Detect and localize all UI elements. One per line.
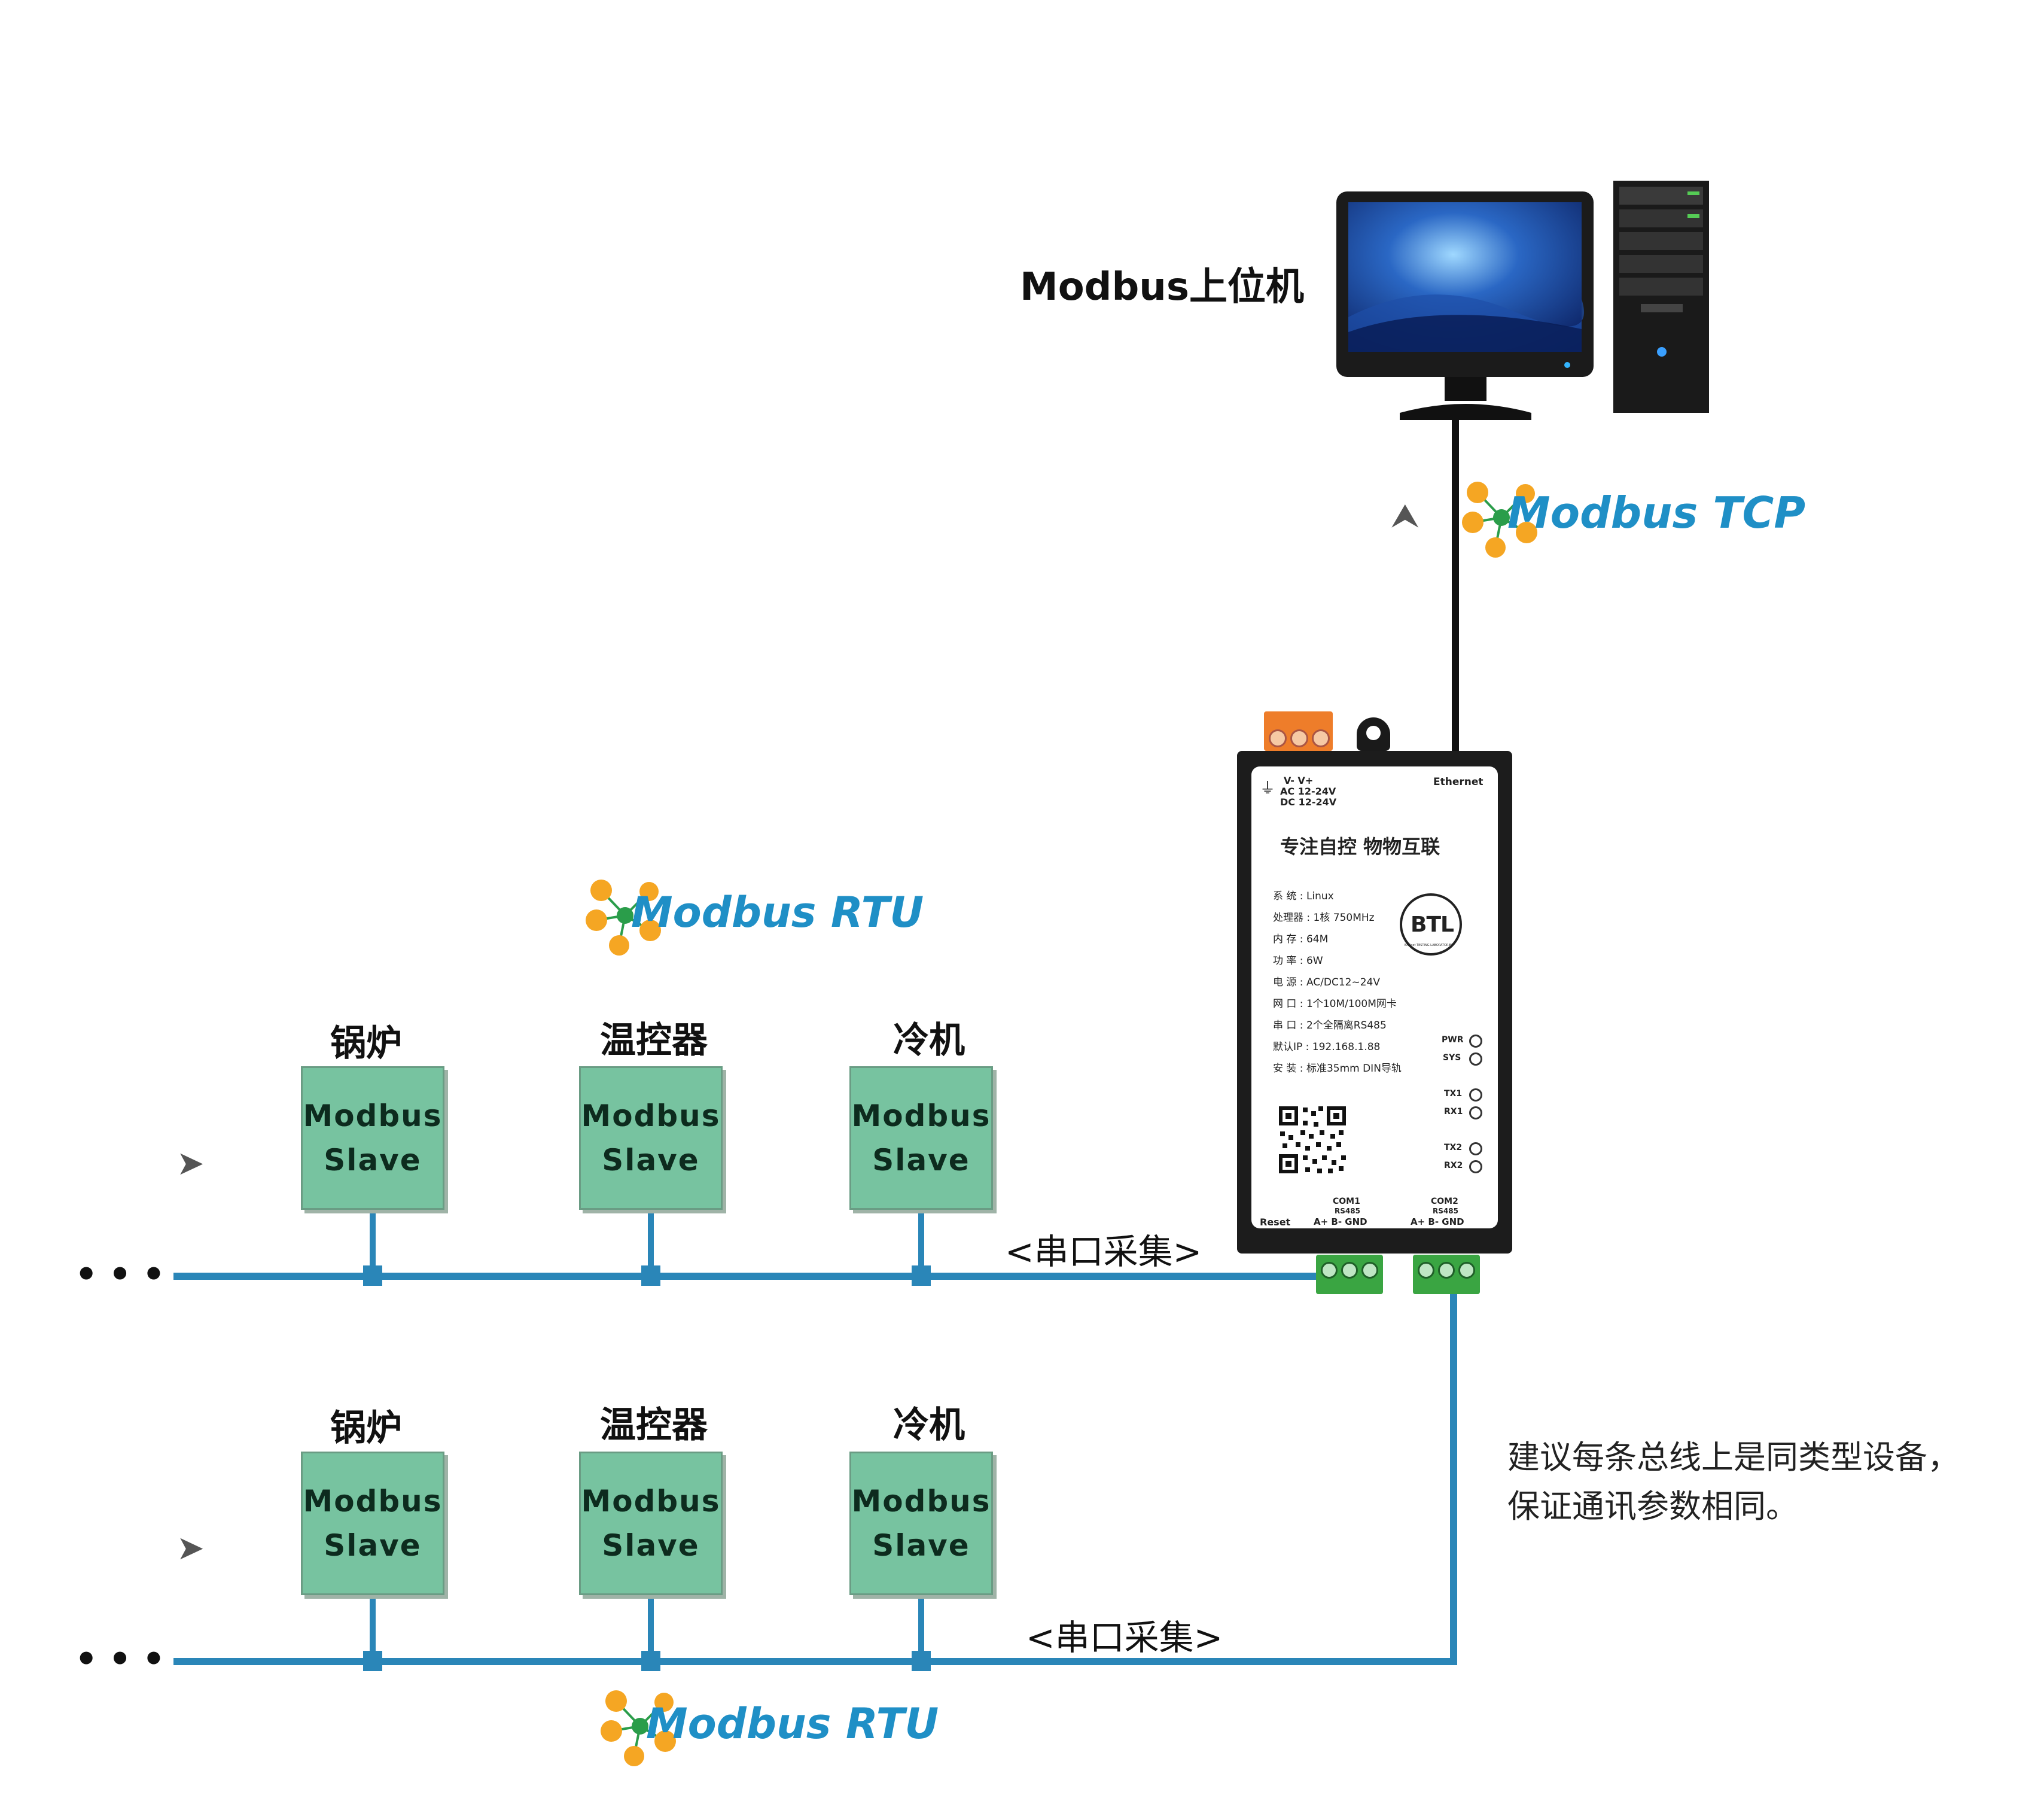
up-arrow-icon: ⮝: [1391, 497, 1419, 536]
spec-line: 功 率 : 6W: [1273, 955, 1323, 967]
led-rx2: [1469, 1160, 1482, 1173]
com2-label: COM2: [1431, 1197, 1458, 1206]
spec-line: 串 口 : 2个全隔离RS485: [1273, 1020, 1387, 1032]
slave-line2: Slave: [324, 1528, 422, 1563]
bus1-device-3-title: 冷机: [893, 1020, 965, 1061]
note-line-2: 保证通讯参数相同。: [1507, 1487, 1798, 1525]
led-sys: [1469, 1052, 1482, 1066]
slogan: 专注自控 物物互联: [1280, 835, 1440, 858]
com2-pins-label: A+ B- GND: [1411, 1216, 1464, 1227]
slave-line1: Modbus: [581, 1099, 721, 1133]
led-label-rx2: RX2: [1444, 1161, 1463, 1170]
slave-line2: Slave: [324, 1143, 422, 1178]
com1-terminal: [1316, 1255, 1383, 1294]
spec-line: 默认IP : 192.168.1.88: [1273, 1041, 1381, 1053]
power-terminal: [1264, 711, 1333, 751]
com1-label: COM1: [1333, 1197, 1360, 1206]
bus1-device-2-title: 温控器: [600, 1020, 708, 1061]
slave-line1: Modbus: [303, 1099, 443, 1133]
modbus-rtu-bottom-molecule-icon: [601, 1690, 676, 1766]
led-label-sys: SYS: [1443, 1053, 1461, 1063]
slave-line2: Slave: [602, 1528, 700, 1563]
btl-text: BTL: [1411, 912, 1454, 937]
modbus-rtu-top-molecule-icon: [586, 880, 661, 956]
bus1-tap-3: [912, 1265, 931, 1286]
pc-tower-icon: [1613, 181, 1709, 413]
bus2-slave-2: Modbus Slave: [579, 1452, 723, 1595]
spec-line: 内 存 : 64M: [1273, 933, 1329, 945]
gateway-device: ⏚ V- V+ AC 12-24V DC 12-24V Ethernet 专注自…: [1237, 711, 1512, 1294]
modbus-tcp-logo: Modbus TCP: [1507, 488, 1806, 538]
bus2-device-2-title: 温控器: [600, 1404, 708, 1446]
bus2-slave-3: Modbus Slave: [849, 1452, 993, 1595]
btl-ring-text: BACnet TESTING LABORATORIES: [1405, 944, 1454, 947]
bus1-slave-2: Modbus Slave: [579, 1066, 723, 1210]
spec-line: 安 装 : 标准35mm DIN导轨: [1273, 1063, 1402, 1075]
bus2-tap-1: [363, 1651, 382, 1671]
bus1-more: •••: [75, 1254, 176, 1295]
power-label-2: AC 12-24V: [1280, 786, 1336, 797]
bus2-more: •••: [75, 1638, 176, 1680]
bus2-tap-2: [641, 1651, 660, 1671]
spec-line: 处理器 : 1核 750MHz: [1273, 912, 1375, 924]
modbus-rtu-top-logo: Modbus RTU: [631, 888, 924, 937]
monitor-icon: [1336, 191, 1594, 420]
slave-line1: Modbus: [851, 1484, 991, 1519]
bus2-tap-3: [912, 1651, 931, 1671]
bus2-arrow-icon: ➤: [176, 1529, 205, 1568]
com1-rs485-label: RS485: [1335, 1207, 1360, 1215]
com2-terminal: [1413, 1255, 1480, 1294]
ground-icon: ⏚: [1260, 780, 1276, 798]
bus2-device-3-title: 冷机: [893, 1404, 965, 1446]
led-tx1: [1469, 1088, 1482, 1102]
bus1-device-1-title: 锅炉: [330, 1023, 402, 1064]
slave-line2: Slave: [872, 1528, 970, 1563]
com2-rs485-label: RS485: [1433, 1207, 1458, 1215]
power-label-1: V- V+: [1284, 775, 1314, 786]
power-label-3: DC 12-24V: [1280, 796, 1337, 808]
slave-line1: Modbus: [581, 1484, 721, 1519]
modbus-tcp-molecule-icon: [1462, 482, 1537, 558]
bus1-slave-3: Modbus Slave: [849, 1066, 993, 1210]
spec-line: 网 口 : 1个10M/100M网卡: [1273, 998, 1397, 1010]
led-label-pwr: PWR: [1442, 1035, 1464, 1045]
slave-line1: Modbus: [851, 1099, 991, 1133]
spec-line: 电 源 : AC/DC12~24V: [1273, 976, 1380, 988]
led-label-tx2: TX2: [1444, 1143, 1463, 1152]
slave-line2: Slave: [602, 1143, 700, 1178]
mount-ring: [1357, 717, 1390, 751]
qr-code-icon: [1277, 1104, 1348, 1176]
led-rx1: [1469, 1106, 1482, 1119]
led-pwr: [1469, 1035, 1482, 1048]
bus1-tap-2: [641, 1265, 660, 1286]
reset-label: Reset: [1260, 1216, 1291, 1228]
led-label-tx1: TX1: [1444, 1089, 1463, 1099]
ethernet-label: Ethernet: [1433, 776, 1484, 788]
modbus-rtu-bottom-logo: Modbus RTU: [646, 1699, 939, 1748]
bus2-device-1-title: 锅炉: [330, 1407, 402, 1449]
bus1-tap-1: [363, 1265, 382, 1286]
bus1-slave-1: Modbus Slave: [301, 1066, 444, 1210]
led-tx2: [1469, 1142, 1482, 1155]
btl-badge: BTL BACnet TESTING LABORATORIES: [1400, 893, 1462, 956]
com1-pins-label: A+ B- GND: [1314, 1216, 1367, 1227]
host-label: Modbus上位机: [1020, 265, 1304, 309]
slave-line2: Slave: [872, 1143, 970, 1178]
slave-line1: Modbus: [303, 1484, 443, 1519]
bus2-label: <串口采集>: [1026, 1617, 1223, 1658]
bus1-label: <串口采集>: [1005, 1231, 1202, 1272]
note-line-1: 建议每条总线上是同类型设备，: [1507, 1438, 1960, 1476]
bus2-slave-1: Modbus Slave: [301, 1452, 444, 1595]
bus1-arrow-icon: ➤: [176, 1144, 205, 1183]
led-label-rx1: RX1: [1444, 1107, 1463, 1116]
spec-line: 系 统 : Linux: [1273, 890, 1334, 902]
spec-list: 系 统 : Linux 处理器 : 1核 750MHz 内 存 : 64M 功 …: [1273, 887, 1402, 1081]
